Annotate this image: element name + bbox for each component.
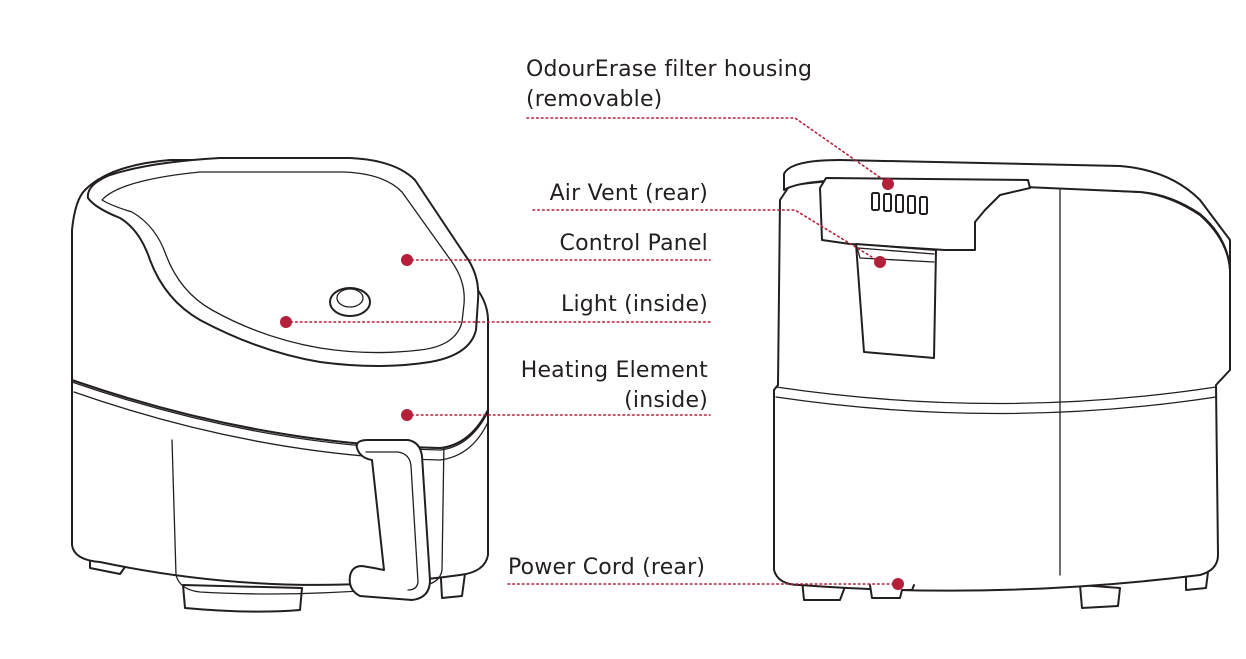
leader-odourerase — [526, 117, 889, 184]
label-odourerase-line2: (removable) — [526, 87, 662, 112]
marker-control-panel — [401, 254, 413, 266]
marker-air-vent — [874, 256, 886, 268]
air-fryer-front-view — [71, 157, 489, 613]
marker-power-cord — [892, 578, 904, 590]
marker-heating-element — [401, 409, 413, 421]
label-heating-element-line1: Heating Element — [521, 358, 708, 383]
label-light: Light (inside) — [561, 292, 708, 317]
label-power-cord: Power Cord (rear) — [508, 555, 705, 580]
callout-markers — [280, 178, 904, 590]
callout-labels: OdourErase filter housing (removable) Ai… — [508, 57, 812, 580]
leader-air-vent — [532, 209, 881, 263]
label-air-vent: Air Vent (rear) — [550, 181, 708, 206]
label-control-panel: Control Panel — [560, 231, 708, 256]
marker-odourerase — [882, 178, 894, 190]
leader-lines — [285, 117, 899, 585]
label-odourerase-line1: OdourErase filter housing — [526, 57, 812, 82]
marker-light — [280, 316, 292, 328]
air-fryer-rear-view — [773, 159, 1231, 609]
label-heating-element-line2: (inside) — [624, 388, 708, 413]
